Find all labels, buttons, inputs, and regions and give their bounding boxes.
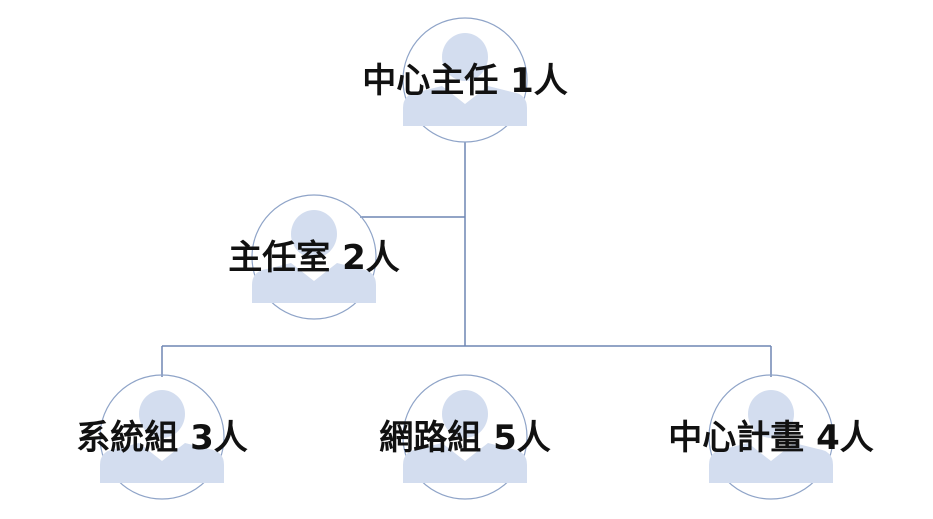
person-silhouette-icon: [402, 374, 528, 500]
node-network-team: 網路組 5人: [379, 374, 551, 500]
node-director: 中心主任 1人: [362, 17, 568, 143]
node-label-director: 中心主任 1人: [362, 61, 568, 101]
node-label-director-office: 主任室 2人: [228, 238, 400, 278]
person-silhouette-icon: [99, 374, 225, 500]
connector-lines: [161, 142, 772, 377]
node-center-projects: 中心計畫 4人: [668, 374, 874, 500]
person-silhouette-icon: [251, 194, 377, 320]
node-systems-team: 系統組 3人: [76, 374, 248, 500]
node-label-systems-team: 系統組 3人: [76, 418, 248, 458]
node-label-center-projects: 中心計畫 4人: [668, 418, 874, 458]
node-label-network-team: 網路組 5人: [379, 418, 551, 458]
person-silhouette-icon: [708, 374, 834, 500]
node-director-office: 主任室 2人: [228, 194, 400, 320]
person-silhouette-icon: [402, 17, 528, 143]
